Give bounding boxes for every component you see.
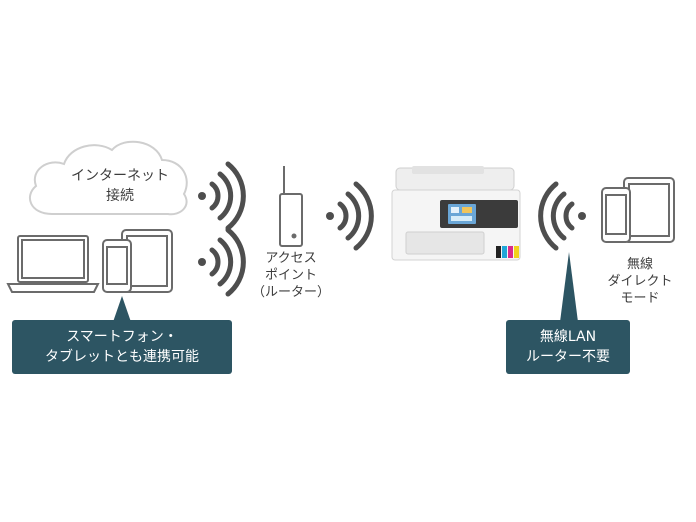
access-point-label-line2: ポイント — [264, 268, 317, 283]
wifi-icon — [326, 181, 374, 251]
direct-mode-label-line1: 無線 — [626, 257, 653, 272]
tablet-icon — [623, 177, 675, 243]
callout-pointer — [113, 252, 578, 322]
direct-mode-label: 無線 ダイレクト モード — [596, 256, 684, 307]
laptop-icon — [6, 235, 100, 293]
internet-label-line1: インターネット — [71, 168, 169, 184]
access-point-label-line1: アクセス — [265, 251, 317, 266]
internet-label: インターネット 接続 — [60, 166, 180, 206]
internet-label-line2: 接続 — [106, 188, 134, 204]
router-icon — [279, 166, 303, 247]
wlan-callout-line2: ルーター不要 — [526, 349, 610, 365]
direct-mode-label-line3: モード — [620, 291, 660, 306]
smartphone-icon — [601, 187, 631, 243]
wlan-callout-line1: 無線LAN — [539, 329, 597, 345]
smartphone-icon — [102, 239, 132, 293]
access-point-label: アクセス ポイント （ルーター） — [236, 250, 346, 301]
printer-icon — [391, 166, 521, 261]
direct-mode-label-line2: ダイレクト — [607, 274, 673, 289]
wifi-icon — [538, 181, 586, 251]
devices-callout: スマートフォン・ タブレットとも連携可能 — [12, 320, 232, 374]
access-point-label-line3: （ルーター） — [251, 285, 330, 300]
wifi-icon — [198, 227, 246, 297]
devices-callout-line1: スマートフォン・ — [66, 329, 178, 345]
wlan-callout: 無線LAN ルーター不要 — [506, 320, 630, 374]
devices-callout-line2: タブレットとも連携可能 — [45, 349, 199, 365]
cloud-icon — [28, 140, 188, 216]
wifi-icon — [198, 161, 246, 231]
